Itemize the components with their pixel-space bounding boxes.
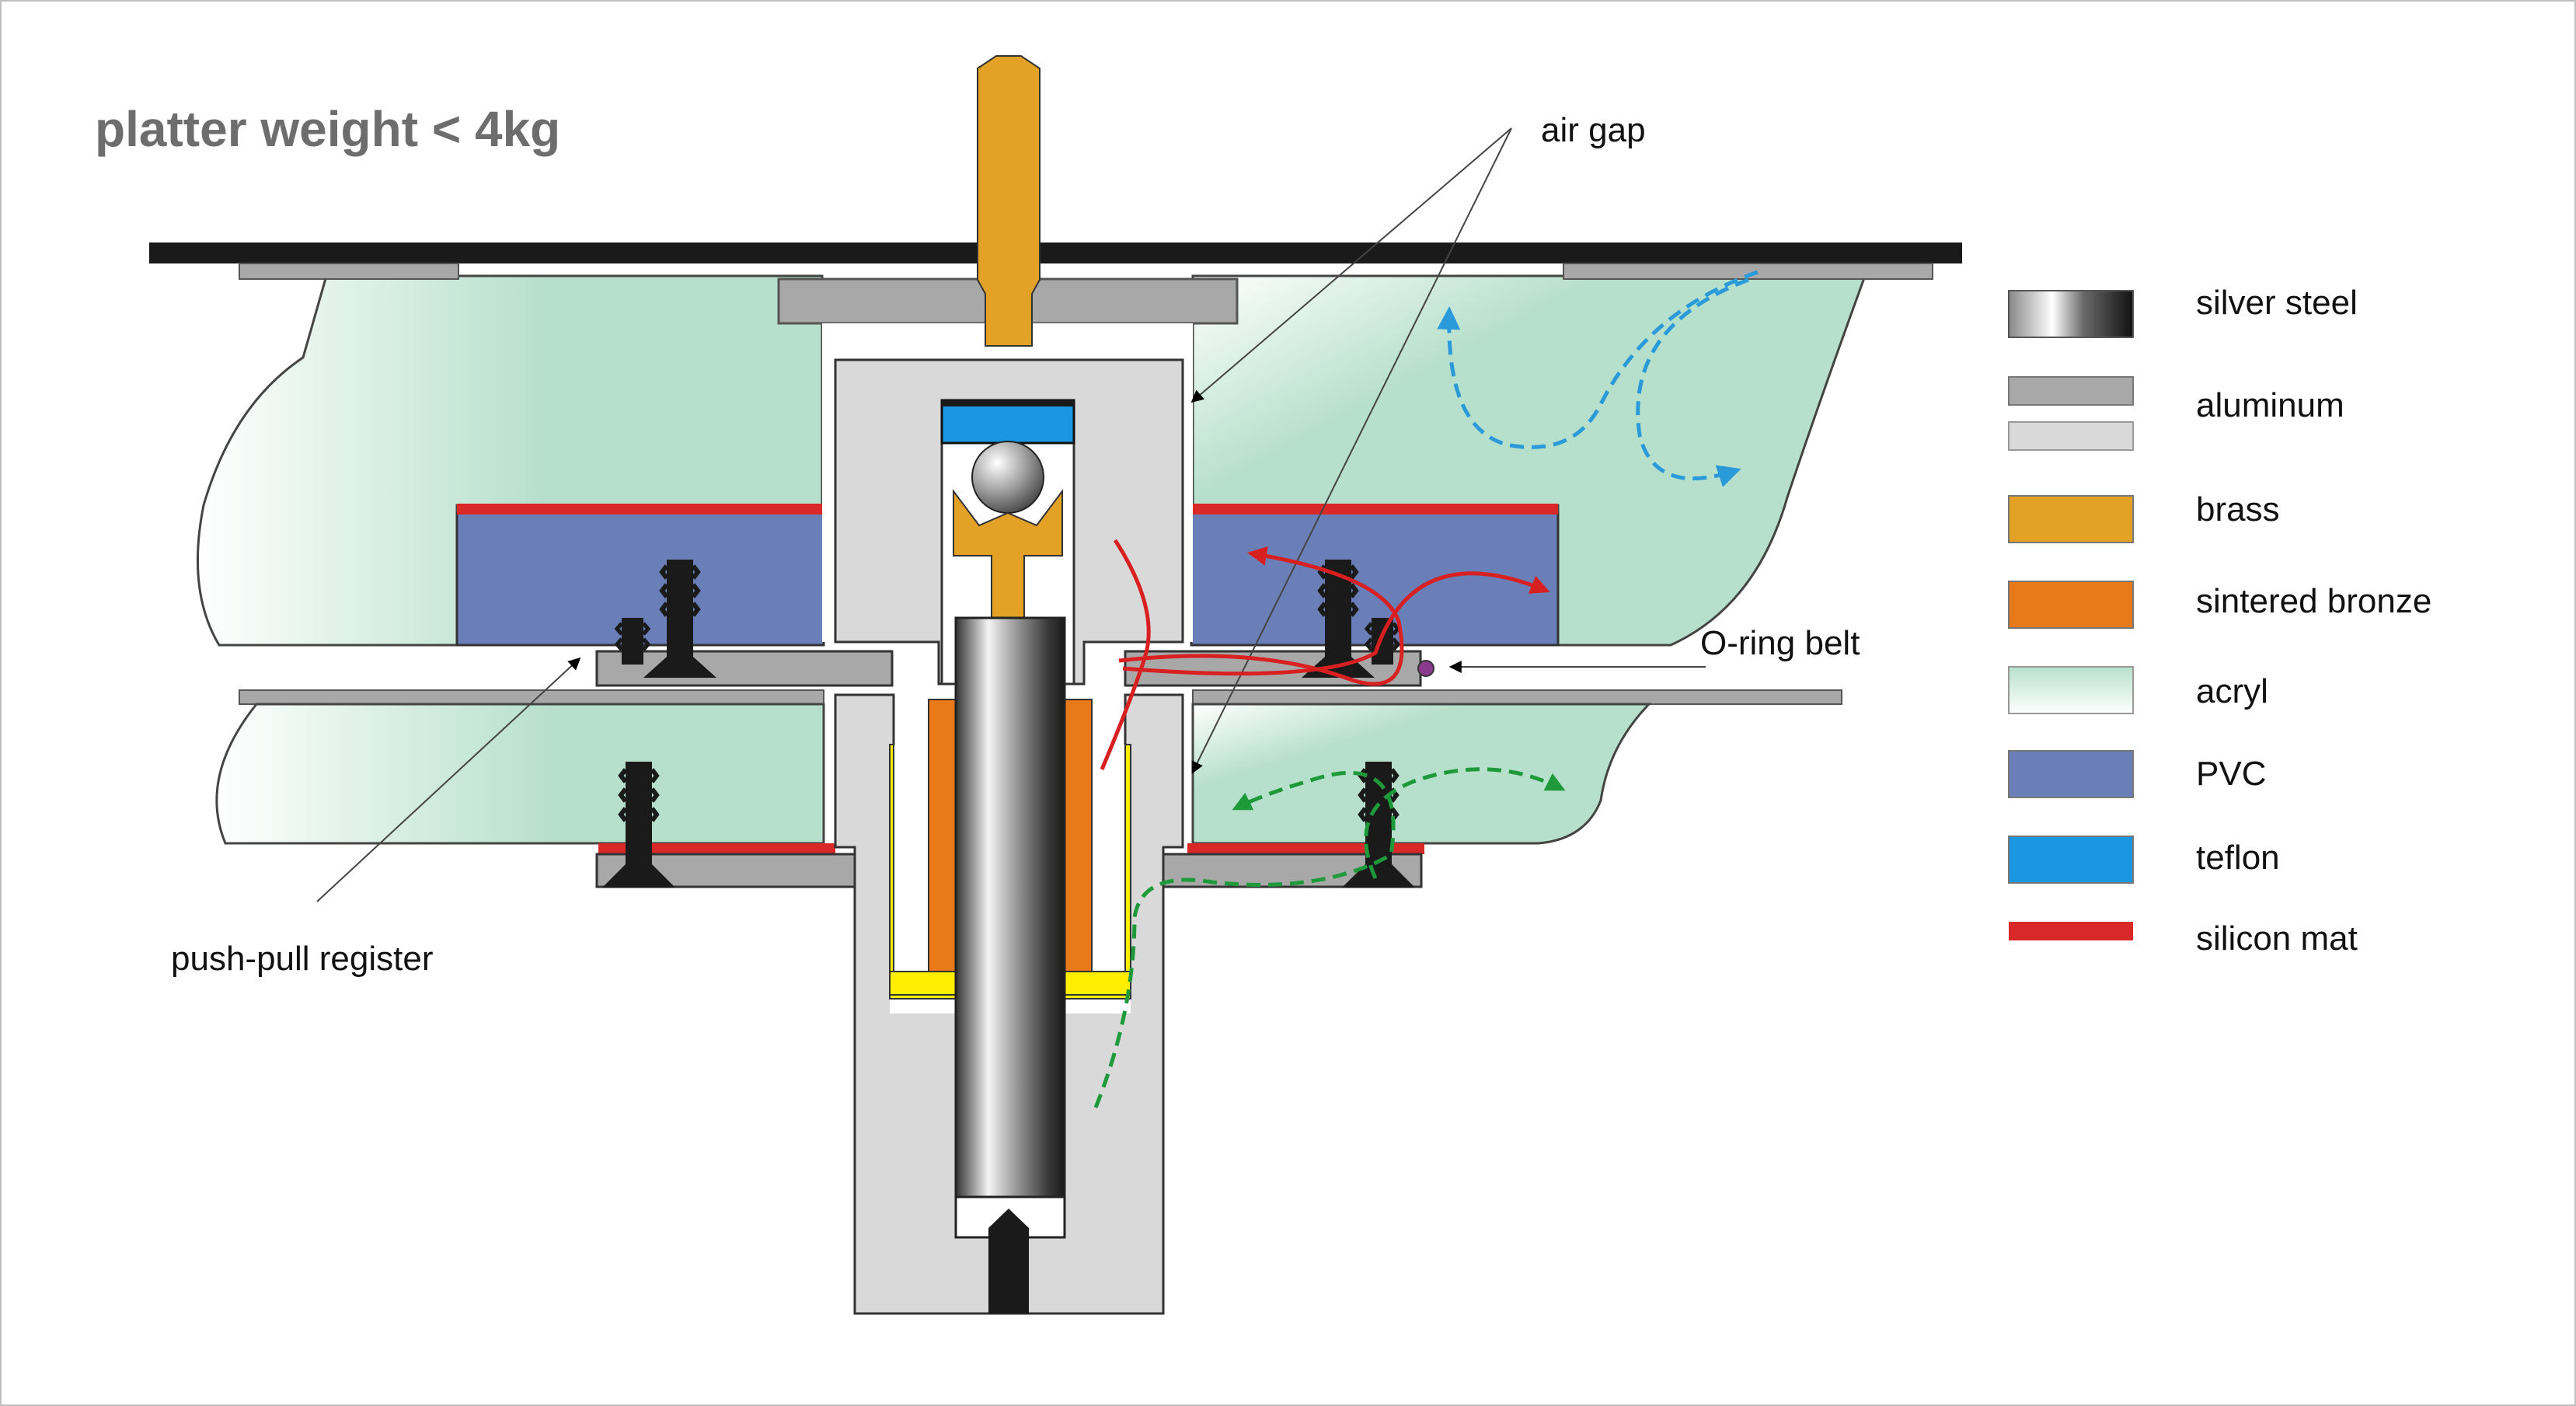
legend-label-sintered-bronze: sintered bronze [2196, 582, 2431, 620]
screw-upper-left-tall [643, 560, 716, 678]
legend-swatch-sintered-bronze [2008, 581, 2134, 629]
lower-acryl-right [1191, 703, 1652, 845]
push-pull-leader [316, 657, 581, 902]
bearing-ball [971, 441, 1044, 514]
steel-spindle [954, 616, 1066, 1198]
bronze-bushing-right [1064, 699, 1093, 972]
red-flow-arrow-3 [1122, 571, 1550, 676]
teflon-pad-border [942, 400, 1074, 406]
silicon-mat-upper-right [1191, 504, 1558, 515]
legend-label-acryl: acryl [2196, 672, 2268, 710]
legend-swatch-aluminum-dark [2008, 376, 2134, 406]
legend-swatch-teflon [2008, 836, 2134, 884]
o-ring-belt-marker [1417, 660, 1434, 677]
screw-upper-right-short [1364, 618, 1401, 665]
brass-pin [977, 55, 1041, 347]
bronze-bushing-left [928, 699, 957, 972]
air-gap-label: air gap [1541, 111, 1646, 149]
legend-swatch-brass [2008, 495, 2134, 543]
legend-swatch-aluminum-light [2008, 421, 2134, 451]
blue-airflow-arrow-1 [1437, 270, 1759, 449]
air-gap-leader-2 [1191, 127, 1512, 774]
silicon-mat-lower-left [598, 843, 835, 854]
legend-swatch-silicon-mat [2009, 922, 2133, 940]
legend-swatch-acryl [2008, 666, 2134, 714]
platter-shim-left [239, 263, 459, 280]
legend-swatch-pvc [2008, 750, 2134, 798]
red-flow-arrow-1 [1100, 539, 1151, 770]
legend-label-pvc: PVC [2196, 755, 2266, 793]
teflon-pad [940, 399, 1075, 445]
o-ring-belt-label: O-ring belt [1700, 624, 1860, 662]
air-gap-leader-1 [1190, 127, 1512, 403]
legend-label-brass: brass [2196, 490, 2280, 529]
legend-label-silicon-mat: silicon mat [2196, 919, 2358, 958]
push-pull-register-label: push-pull register [171, 940, 434, 978]
blue-airflow-arrow-2 [1636, 277, 1749, 487]
diagram-title: platter weight < 4kg [95, 101, 560, 157]
push-pull-plate-left [595, 650, 894, 687]
green-flow-arrow-2 [1364, 767, 1566, 880]
upper-acryl-right [1191, 274, 1867, 647]
screw-lower-left [602, 762, 675, 888]
legend-label-aluminum: aluminum [2196, 386, 2344, 424]
bottom-screw [988, 1209, 1029, 1314]
lower-acryl-left [215, 703, 825, 845]
silicon-mat-upper-left [457, 504, 824, 515]
legend: silver steel aluminum brass sintered bro… [2008, 284, 2431, 958]
legend-swatch-silver-steel [2008, 290, 2134, 338]
legend-label-silver-steel: silver steel [2196, 284, 2358, 322]
upper-acryl-left [196, 274, 824, 647]
screw-upper-left-short [614, 618, 651, 665]
red-flow-arrow-2 [1118, 546, 1404, 686]
legend-label-teflon: teflon [2196, 839, 2280, 877]
brass-cup [953, 489, 1063, 619]
plinth-plate-right [1192, 689, 1842, 705]
platter-top [149, 242, 1962, 263]
green-flow-arrow-1 [1093, 770, 1396, 1108]
